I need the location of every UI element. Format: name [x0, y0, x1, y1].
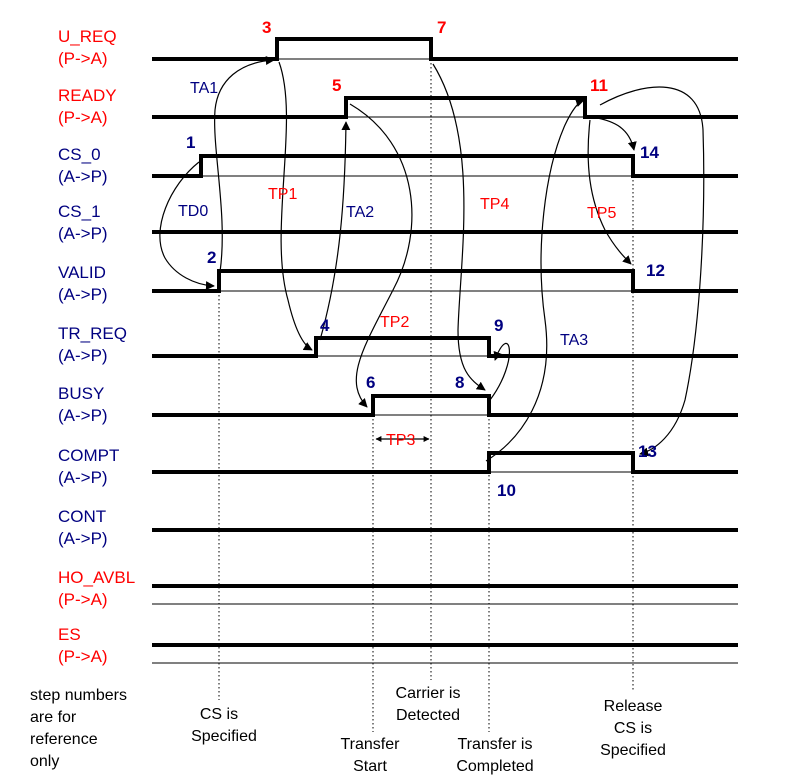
- note-release-cs-line-2: CS is: [614, 720, 652, 737]
- note-carrier-detected-line-1: Carrier is: [396, 685, 461, 702]
- signal-dir-cont: (A->P): [58, 529, 108, 548]
- wave-compt: [152, 451, 738, 474]
- step-number-9: 9: [494, 316, 503, 335]
- wave-valid: [152, 269, 738, 293]
- note-cs-specified-line-2: Specified: [191, 728, 257, 745]
- step-number-5: 5: [332, 76, 341, 95]
- wave-cs-0: [152, 154, 738, 178]
- signal-name-ready: READY: [58, 86, 117, 105]
- signal-name-cs-1: CS_1: [58, 202, 101, 221]
- signal-name-ho-avbl: HO_AVBL: [58, 568, 135, 587]
- step-number-12: 12: [646, 261, 665, 280]
- arrow-ta1: [214, 55, 275, 273]
- arrow-ta2: [319, 121, 351, 341]
- signal-dir-u-req: (P->A): [58, 49, 108, 68]
- signal-name-es: ES: [58, 625, 81, 644]
- step-number-11: 11: [590, 76, 608, 95]
- note-transfer-start-line-2: Start: [353, 758, 387, 775]
- arrow-td0: [159, 161, 215, 291]
- timer-label-td0: TD0: [178, 203, 208, 220]
- signal-name-busy: BUSY: [58, 384, 104, 403]
- note-transfer-completed-line-1: Transfer is: [458, 736, 533, 753]
- arrow-tp1: [278, 61, 313, 351]
- arrow-compt-to-ready: [485, 98, 585, 462]
- signal-dir-compt: (A->P): [58, 468, 108, 487]
- step-number-4: 4: [320, 316, 330, 335]
- timer-label-ta3: TA3: [560, 332, 588, 349]
- signal-name-tr-req: TR_REQ: [58, 324, 127, 343]
- signal-dir-ho-avbl: (P->A): [58, 590, 108, 609]
- step-number-3: 3: [262, 18, 271, 37]
- step-number-1: 1: [186, 133, 195, 152]
- note-step-reference-line-1: step numbers: [30, 687, 127, 704]
- note-step-reference-line-3: reference: [30, 731, 98, 748]
- note-transfer-completed: Transfer is Completed: [456, 736, 533, 775]
- timer-label-tp3: TP3: [386, 432, 415, 449]
- wave-tr-req: [152, 336, 738, 358]
- step-number-7: 7: [437, 18, 446, 37]
- step-number-14: 14: [640, 143, 659, 162]
- note-step-reference: step numbers are for reference only: [30, 687, 127, 770]
- step-numbers: 1 2 3 4 5 6 7 8 9 10 11 12 13 14: [186, 18, 665, 500]
- note-release-cs: Release CS is Specified: [600, 698, 666, 759]
- event-guides: [218, 59, 634, 732]
- handshake-arrows: [159, 55, 705, 462]
- wave-u-req: [152, 37, 738, 61]
- note-release-cs-line-1: Release: [604, 698, 663, 715]
- arrow-tp5: [587, 119, 632, 265]
- signal-name-cs-0: CS_0: [58, 145, 101, 164]
- waveforms: [152, 37, 738, 647]
- step-number-13: 13: [638, 442, 657, 461]
- wave-busy: [152, 394, 738, 417]
- timer-labels: TA1 TD0 TP1 TA2 TP4 TP5 TP2 TA3 TP3: [178, 80, 616, 449]
- timer-label-tp2: TP2: [380, 314, 409, 331]
- note-carrier-detected: Carrier is Detected: [396, 685, 461, 724]
- note-transfer-completed-line-2: Completed: [456, 758, 533, 775]
- event-notes: step numbers are for reference only CS i…: [30, 685, 666, 775]
- signal-name-valid: VALID: [58, 263, 106, 282]
- step-number-8: 8: [455, 373, 464, 392]
- signal-name-compt: COMPT: [58, 446, 119, 465]
- arrow-ready-to-cs-0: [588, 115, 637, 151]
- note-step-reference-line-2: are for: [30, 709, 77, 726]
- timer-label-tp5: TP5: [587, 205, 616, 222]
- arrow-ready-to-compt: [599, 86, 705, 457]
- arrow-ta3: [489, 343, 510, 401]
- note-release-cs-line-3: Specified: [600, 742, 666, 759]
- signal-name-u-req: U_REQ: [58, 27, 117, 46]
- signal-dir-busy: (A->P): [58, 406, 108, 425]
- signal-labels: U_REQ (P->A) READY (P->A) CS_0 (A->P) CS…: [58, 27, 135, 666]
- step-number-2: 2: [207, 248, 216, 267]
- step-number-10: 10: [497, 481, 516, 500]
- note-step-reference-line-4: only: [30, 753, 59, 770]
- signal-dir-cs-1: (A->P): [58, 224, 108, 243]
- note-cs-specified-line-1: CS is: [200, 706, 238, 723]
- signal-dir-valid: (A->P): [58, 285, 108, 304]
- note-transfer-start-line-1: Transfer: [341, 736, 401, 753]
- note-carrier-detected-line-2: Detected: [396, 707, 460, 724]
- timer-label-ta2: TA2: [346, 204, 374, 221]
- signal-dir-cs-0: (A->P): [58, 167, 108, 186]
- signal-dir-ready: (P->A): [58, 108, 108, 127]
- timer-label-tp1: TP1: [268, 186, 297, 203]
- arrow-tp4: [432, 63, 486, 391]
- arrow-tp2: [349, 103, 413, 408]
- step-number-6: 6: [366, 373, 375, 392]
- signal-dir-es: (P->A): [58, 647, 108, 666]
- note-transfer-start: Transfer Start: [341, 736, 401, 775]
- wave-ready: [152, 96, 738, 119]
- signal-dir-tr-req: (A->P): [58, 346, 108, 365]
- timer-label-ta1: TA1: [190, 80, 218, 97]
- note-cs-specified: CS is Specified: [191, 706, 257, 745]
- signal-name-cont: CONT: [58, 507, 106, 526]
- timer-label-tp4: TP4: [480, 196, 509, 213]
